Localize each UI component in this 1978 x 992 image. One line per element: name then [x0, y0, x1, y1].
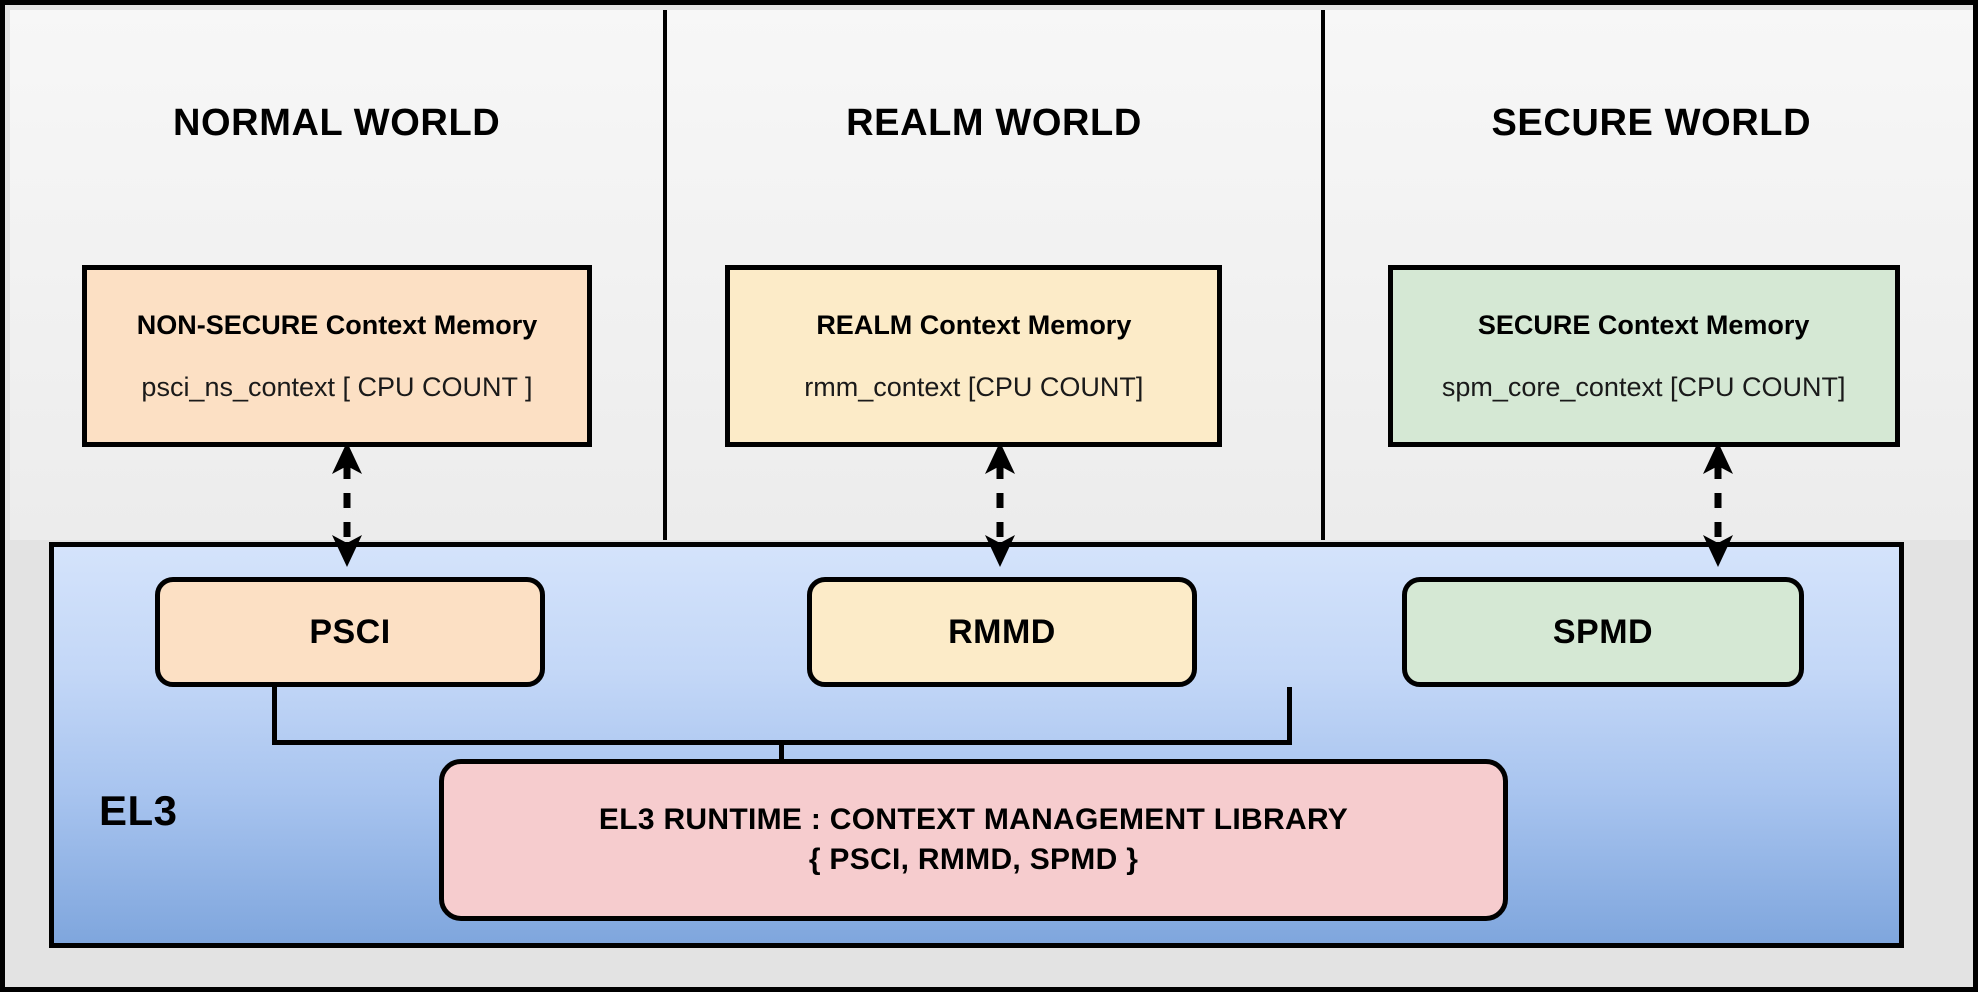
dashed-arrow-non-secure: [327, 442, 367, 567]
context-memory-title-non-secure: NON-SECURE Context Memory: [136, 309, 538, 340]
world-title-normal: NORMAL WORLD: [172, 102, 501, 144]
world-title-realm: REALM WORLD: [846, 102, 1142, 144]
dashed-double-arrow-icon: [985, 442, 1015, 567]
dispatcher-box-rmmd: RMMD: [807, 577, 1197, 687]
dashed-arrow-realm: [980, 442, 1020, 567]
runtime-library-line-2: { PSCI, RMMD, SPMD }: [808, 843, 1139, 876]
connector-spmd-drop: [1287, 687, 1292, 745]
context-memory-box-realm: REALM Context Memory rmm_context [CPU CO…: [725, 265, 1223, 447]
world-column-realm: REALM WORLD REALM Context Memory rmm_con…: [663, 10, 1321, 540]
el3-panel: EL3 PSCI RMMD SPMD EL3 RUNTIME : CONTEXT…: [49, 542, 1904, 948]
context-memory-title-secure: SECURE Context Memory: [1477, 309, 1810, 340]
connector-runtime-stem: [779, 740, 784, 764]
context-memory-box-secure: SECURE Context Memory spm_core_context […: [1387, 265, 1900, 447]
context-memory-subtitle-secure: spm_core_context [CPU COUNT]: [1441, 372, 1846, 402]
el3-runtime-library-box: EL3 RUNTIME : CONTEXT MANAGEMENT LIBRARY…: [439, 759, 1508, 921]
world-column-secure: SECURE WORLD SECURE Context Memory spm_c…: [1320, 10, 1973, 540]
world-title-secure: SECURE WORLD: [1491, 102, 1812, 144]
dispatcher-box-psci: PSCI: [155, 577, 545, 687]
connector-psci-drop: [272, 687, 277, 745]
el3-label: EL3: [99, 787, 178, 834]
dispatcher-box-spmd: SPMD: [1402, 577, 1804, 687]
context-memory-subtitle-realm: rmm_context [CPU COUNT]: [804, 372, 1144, 402]
dashed-double-arrow-icon: [332, 442, 362, 567]
worlds-band: NORMAL WORLD NON-SECURE Context Memory p…: [10, 10, 1973, 540]
context-memory-subtitle-non-secure: psci_ns_context [ CPU COUNT ]: [141, 372, 533, 402]
dashed-arrow-secure: [1698, 442, 1738, 567]
context-memory-title-realm: REALM Context Memory: [816, 309, 1132, 340]
runtime-library-line-1: EL3 RUNTIME : CONTEXT MANAGEMENT LIBRARY: [598, 802, 1349, 836]
context-memory-box-non-secure: NON-SECURE Context Memory psci_ns_contex…: [82, 265, 592, 447]
world-column-normal: NORMAL WORLD NON-SECURE Context Memory p…: [10, 10, 664, 540]
dashed-double-arrow-icon: [1703, 442, 1733, 567]
